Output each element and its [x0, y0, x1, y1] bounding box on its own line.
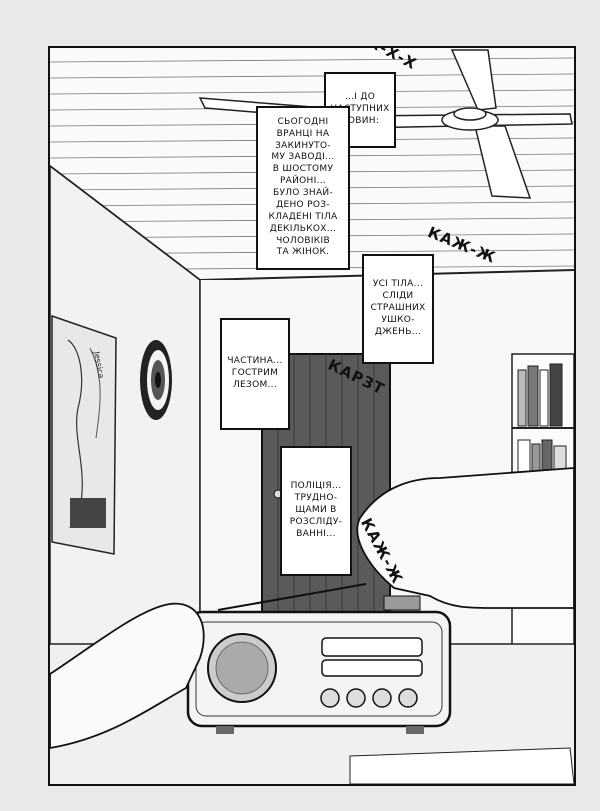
dartboard	[140, 340, 172, 420]
poster: Jessica	[51, 314, 117, 555]
speech-bubble-2: СЬОГОДНІ ВРАНЦІ НА ЗАКИНУТО- МУ ЗАВОДІ..…	[256, 106, 350, 270]
speech-bubble-3: УСІ ТІЛА... СЛІДИ СТРАШНИХ УШКО- ДЖЕНЬ..…	[362, 254, 434, 364]
speech-bubble-5: ПОЛІЦІЯ... ТРУДНО- ЩАМИ В РОЗСЛІДУ- ВАНН…	[280, 446, 352, 576]
speech-bubble-4: ЧАСТИНА... ГОСТРИМ ЛЕЗОМ...	[220, 318, 290, 430]
hands	[50, 467, 574, 749]
radio	[186, 583, 452, 734]
room-illustration: Jessica	[50, 48, 574, 784]
comic-panel: Jessica	[48, 46, 576, 786]
speech-text-5: ПОЛІЦІЯ... ТРУДНО- ЩАМИ В РОЗСЛІДУ- ВАНН…	[289, 481, 343, 539]
speech-text-3: УСІ ТІЛА... СЛІДИ СТРАШНИХ УШКО- ДЖЕНЬ..…	[370, 279, 426, 337]
speech-text-4: ЧАСТИНА... ГОСТРИМ ЛЕЗОМ...	[227, 356, 283, 390]
speech-text-2: СЬОГОДНІ ВРАНЦІ НА ЗАКИНУТО- МУ ЗАВОДІ..…	[268, 116, 338, 258]
speech-text-1: ...І ДО НАСТУПНИХ НОВИН:	[330, 92, 390, 126]
